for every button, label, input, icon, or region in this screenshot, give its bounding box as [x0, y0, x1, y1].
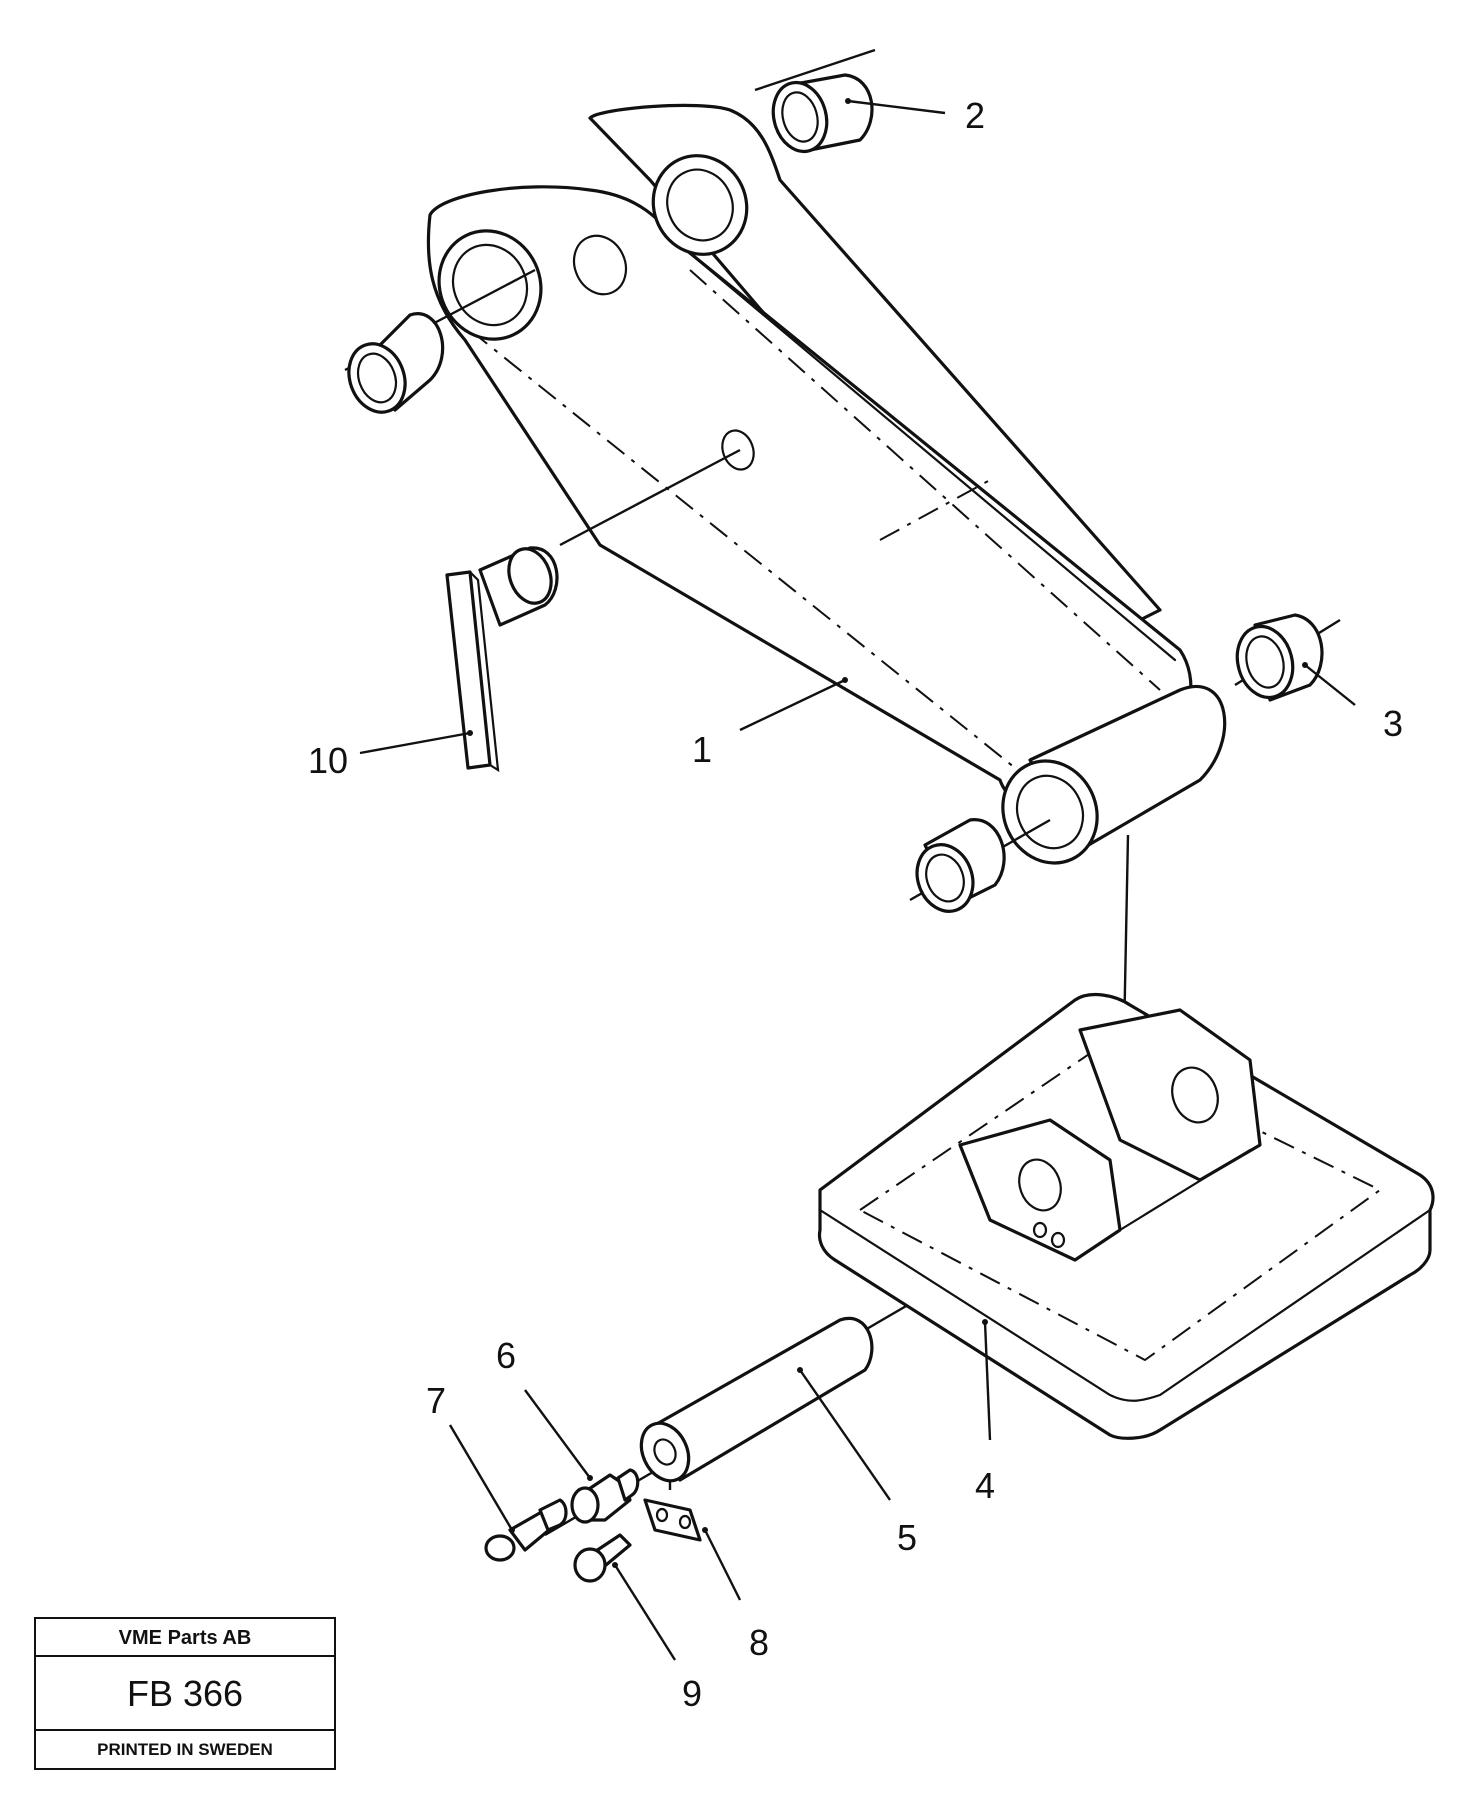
callout-6: 6	[496, 1335, 516, 1376]
part-8-lock-plate	[643, 1498, 702, 1542]
part-2-bushing-left	[347, 312, 445, 414]
part-6-adapter	[570, 1468, 640, 1524]
part-1-link-arm	[426, 103, 1227, 865]
callout-2: 2	[965, 95, 985, 136]
callout-3: 3	[1383, 703, 1403, 744]
callout-8: 8	[749, 1622, 769, 1663]
part-3-bushing	[1235, 613, 1324, 702]
part-7-grease-nipple	[484, 1498, 568, 1562]
leader-lines	[359, 98, 1356, 1661]
callout-7: 7	[426, 1380, 446, 1421]
drawing-number: FB 366	[36, 1657, 334, 1731]
callout-1: 1	[692, 729, 712, 770]
axis-line-pin-10	[559, 448, 741, 547]
company-name: VME Parts AB	[36, 1619, 334, 1657]
callout-10: 10	[308, 740, 348, 781]
part-4-base-bracket	[817, 992, 1435, 1440]
title-block: VME Parts AB FB 366 PRINTED IN SWEDEN	[34, 1617, 336, 1770]
callout-9: 9	[682, 1673, 702, 1714]
part-9-screw	[573, 1533, 632, 1583]
part-10-lock-pin	[445, 546, 559, 773]
part-2-bushing	[771, 73, 874, 154]
part-3-bushing-left	[915, 818, 1006, 913]
printed-note: PRINTED IN SWEDEN	[97, 1740, 273, 1759]
callout-5: 5	[897, 1517, 917, 1558]
part-5-pin	[639, 1316, 874, 1483]
callout-4: 4	[975, 1465, 995, 1506]
